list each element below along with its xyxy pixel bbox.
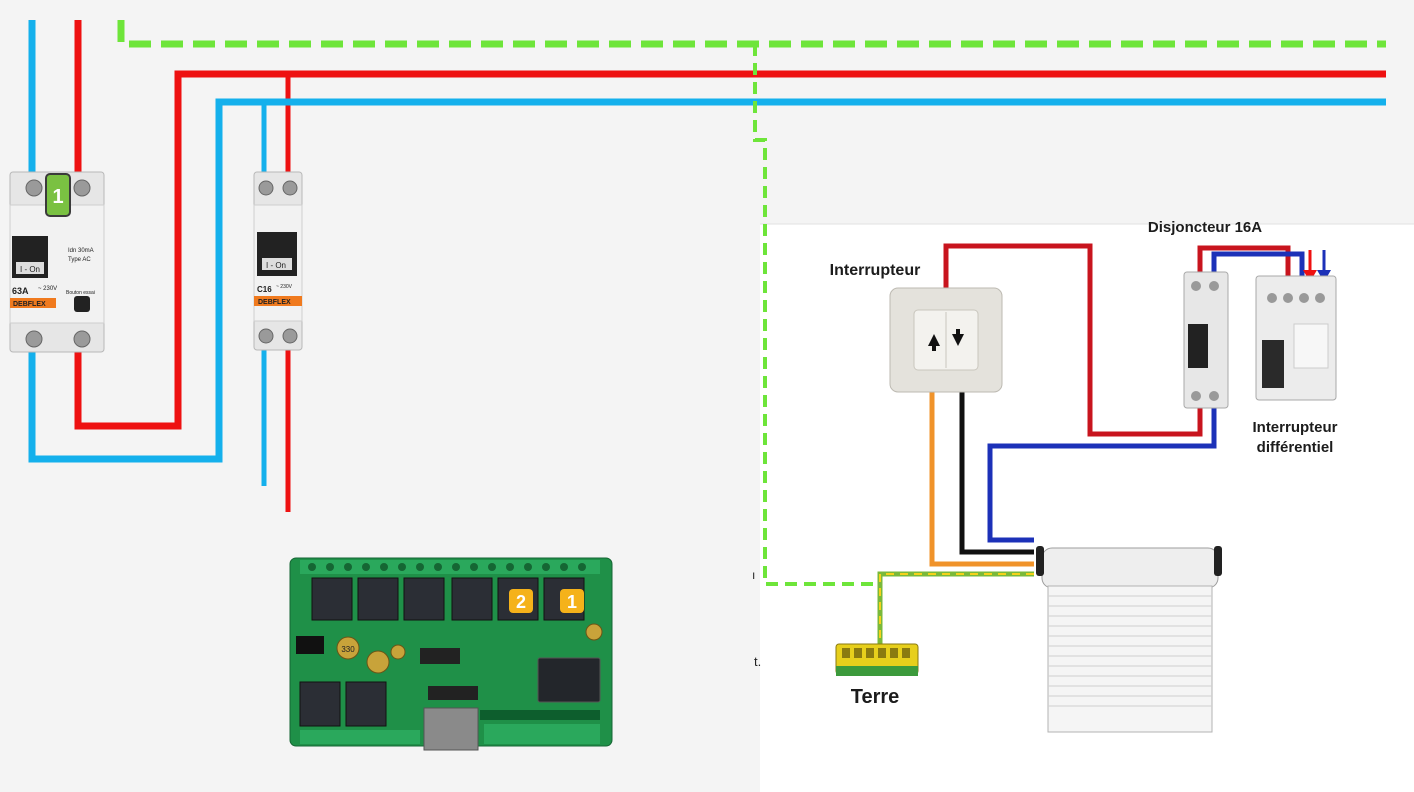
capacitor-label: 330 (341, 645, 355, 654)
badge-1-text: 1 (52, 186, 63, 208)
wall-switch (889, 287, 1003, 393)
c16-brand-label: DEBFLEX (258, 299, 291, 306)
phase-bus-wire (74, 20, 1386, 512)
diagram-red-wire (943, 243, 1291, 437)
c16-voltage-label: ~ 230V (276, 284, 293, 290)
breaker-c16: I - On C16 ~ 230V DEBFLEX (253, 171, 303, 351)
differential-switch (1255, 275, 1337, 401)
breaker-16a-title: Disjoncteur 16A (1148, 219, 1262, 236)
diagram-black-wire (959, 392, 1034, 555)
diff-brand-label: DEBFLEX (13, 301, 46, 308)
differential-label-line1: Interrupteur (1252, 419, 1337, 436)
diff-rating-label: 63A (12, 286, 29, 296)
badge-1b-text: 1 (567, 592, 577, 612)
diagram-blue-wire (987, 251, 1305, 543)
test-button-icon (74, 296, 90, 312)
c16-rating-label: C16 (257, 285, 272, 294)
badge-1-green (45, 173, 71, 217)
diff-info-line2: Type AC (68, 257, 91, 263)
diagram-orange-wire (929, 392, 1034, 567)
diff-info-line1: Idn 30mA (68, 248, 94, 254)
differential-breaker-63a: I - On 63A ~ 230V Idn 30mA Type AC Bouto… (9, 171, 105, 353)
c16-switch-label: I - On (266, 261, 286, 270)
earth-drop-wire (753, 44, 880, 586)
diff-switch-label: I - On (20, 265, 40, 274)
badge-1-orange (560, 589, 584, 613)
breaker-16a (1183, 271, 1229, 409)
stray-text-2: ı (752, 568, 755, 582)
diff-voltage-label: ~ 230V (38, 286, 57, 292)
earth-terminal-bar (835, 643, 919, 676)
switch-label: Interrupteur (830, 262, 921, 279)
neutral-bus-wire (28, 20, 1386, 486)
down-arrow-icon (952, 334, 964, 346)
earth-bus-wire (117, 20, 1386, 48)
rolling-shutter (1036, 546, 1222, 733)
stray-text: t. (754, 654, 761, 669)
differential-label-line2: différentiel (1257, 439, 1334, 456)
earth-label: Terre (851, 686, 900, 708)
up-arrow-icon (928, 334, 940, 346)
badge-2-orange (509, 589, 533, 613)
relay-board: 330 2 1 (289, 557, 613, 751)
diff-test-label: Bouton essai (66, 290, 95, 296)
badge-2-text: 2 (516, 592, 526, 612)
